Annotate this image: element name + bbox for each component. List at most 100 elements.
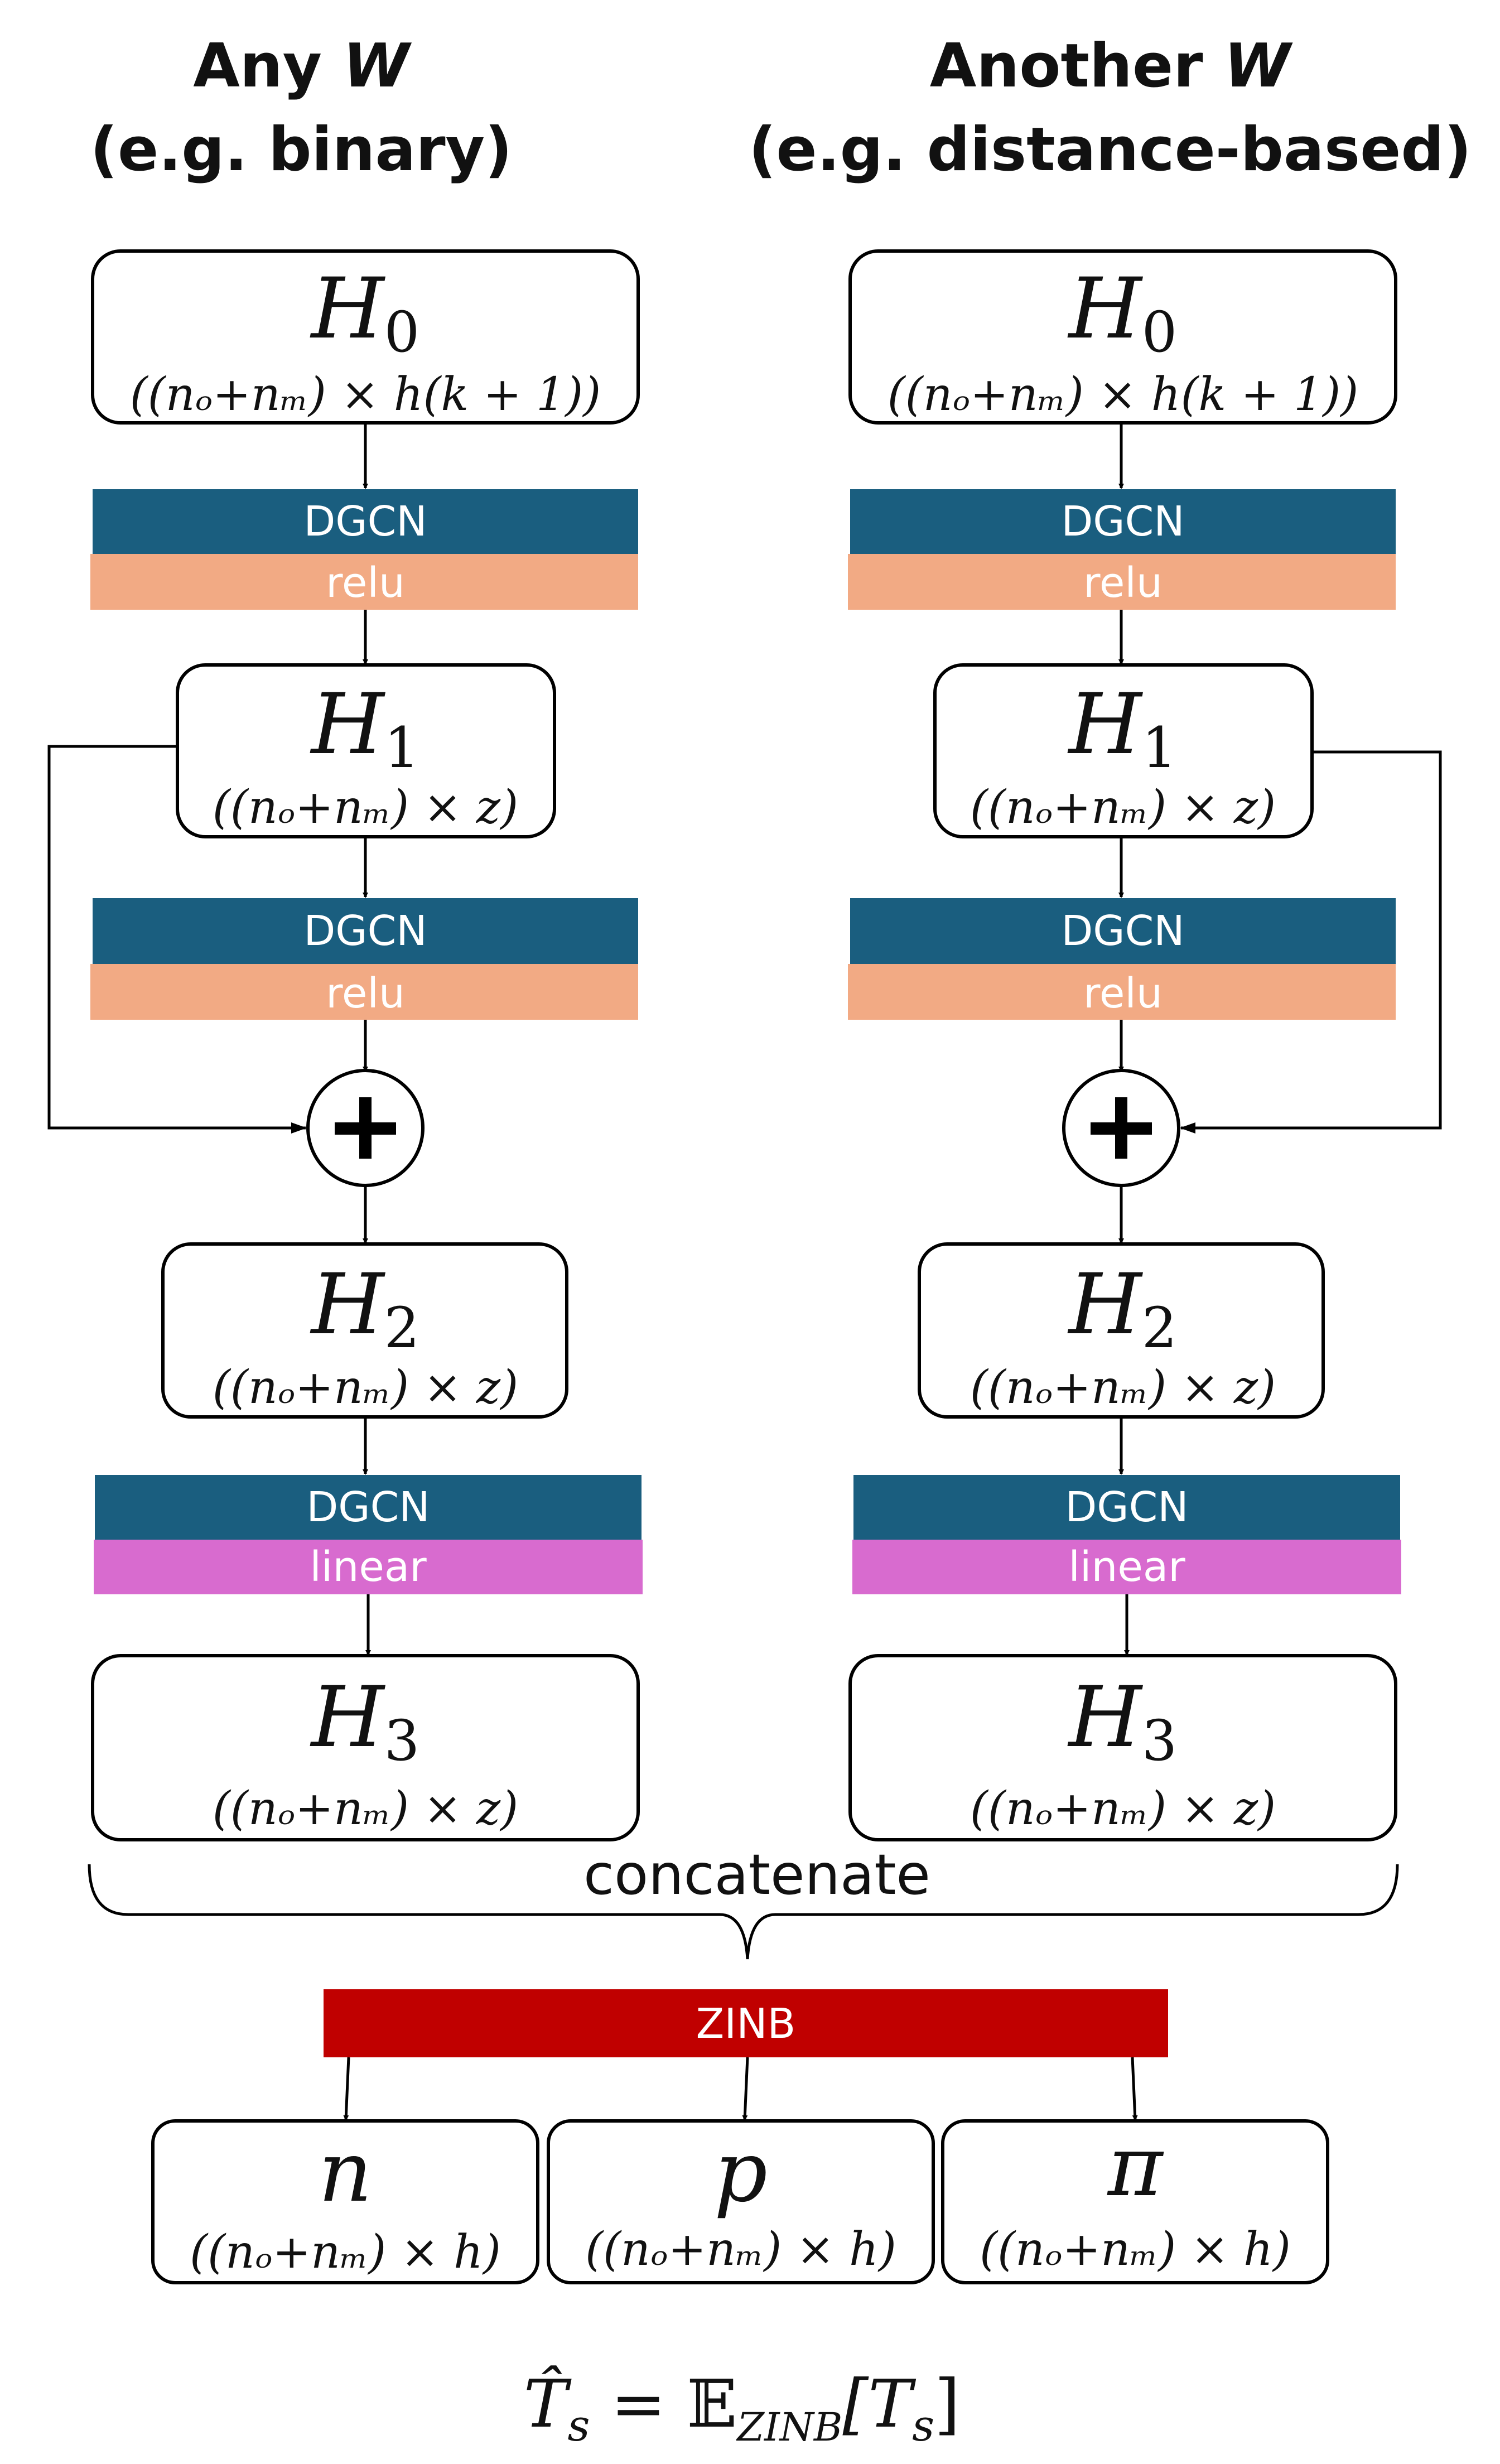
zinb-bar	[324, 1989, 1168, 2057]
left-add-node	[306, 1069, 425, 1187]
right-header-w: W	[1224, 31, 1293, 101]
left-dgcn-bar-1	[93, 489, 638, 554]
left-h2-dim: ((nₒ+nₘ) × z)	[213, 1361, 518, 1414]
left-h2-sub: 2	[384, 1295, 420, 1361]
right-linear-bar	[852, 1540, 1401, 1594]
left-linear-label: linear	[310, 1543, 427, 1591]
right-h3-name: H	[1067, 1669, 1144, 1766]
left-dgcn-bar-3	[95, 1475, 642, 1540]
right-h3-sub: 3	[1142, 1708, 1178, 1773]
formula-rhs: [T	[842, 2365, 916, 2442]
left-dgcn-label-2: DGCN	[303, 907, 427, 955]
right-h1-sub: 1	[1142, 715, 1178, 780]
right-h2-dim: ((nₒ+nₘ) × z)	[970, 1361, 1276, 1414]
output-n-node: n ((nₒ+nₘ) × h)	[151, 2119, 539, 2284]
right-h3-dim: ((nₒ+nₘ) × z)	[970, 1782, 1276, 1835]
svg-text:H3: H3	[310, 1669, 419, 1773]
right-header-line1: Another W	[930, 31, 1293, 101]
right-dgcn-bar-2	[850, 898, 1396, 964]
left-h3-node: H3 ((nₒ+nₘ) × z)	[91, 1654, 640, 1841]
left-dgcn-bar-2	[93, 898, 638, 964]
right-header-line2: (e.g. distance-based)	[749, 115, 1472, 185]
right-add-node	[1062, 1069, 1180, 1187]
right-skip-connection	[1180, 750, 1442, 1134]
zinb-label: ZINB	[696, 2000, 796, 2048]
right-h1-dim: ((nₒ+nₘ) × z)	[970, 781, 1276, 834]
right-h0-name: H	[1067, 261, 1144, 358]
left-h3-sub: 3	[384, 1708, 420, 1773]
output-pi-dim: ((nₒ+nₘ) × h)	[980, 2223, 1291, 2276]
svg-text:H0: H0	[310, 261, 419, 365]
left-h1-name: H	[310, 676, 386, 773]
svg-text:H2: H2	[310, 1256, 419, 1361]
left-h3-dim: ((nₒ+nₘ) × z)	[213, 1782, 518, 1835]
formula-close: ]	[934, 2365, 960, 2442]
svg-text:H1: H1	[310, 676, 419, 780]
left-h2-name: H	[310, 1256, 386, 1353]
right-h0-node: H0 ((nₒ+nₘ) × h(k + 1))	[848, 249, 1397, 425]
left-h1-node: H1 ((nₒ+nₘ) × z)	[176, 663, 556, 838]
right-h2-node: H2 ((nₒ+nₘ) × z)	[918, 1242, 1325, 1419]
right-relu-label-1: relu	[1083, 559, 1163, 607]
svg-text:H1: H1	[1067, 676, 1177, 780]
output-p-name: p	[714, 2124, 768, 2221]
left-h0-name: H	[310, 261, 386, 358]
right-relu-bar-2	[848, 964, 1396, 1020]
concatenate-brace: concatenate	[88, 1842, 1399, 1960]
left-column: H0 ((nₒ+nₘ) × h(k + 1)) DGCN relu H1 ((n…	[47, 249, 643, 1841]
output-n-dim: ((nₒ+nₘ) × h)	[190, 2226, 501, 2279]
left-h3-name: H	[310, 1669, 386, 1766]
right-dgcn-label-3: DGCN	[1065, 1483, 1188, 1531]
output-p-node: p ((nₒ+nₘ) × h)	[547, 2119, 935, 2284]
output-pi-node: π ((nₒ+nₘ) × h)	[941, 2118, 1329, 2284]
left-h2-node: H2 ((nₒ+nₘ) × z)	[161, 1242, 568, 1419]
svg-text:H3: H3	[1067, 1669, 1177, 1773]
left-relu-bar-1	[90, 554, 638, 610]
right-dgcn-label-2: DGCN	[1061, 907, 1184, 955]
right-dgcn-bar-1	[850, 489, 1396, 554]
right-header-another: Another	[930, 31, 1203, 101]
right-linear-label: linear	[1068, 1543, 1185, 1591]
output-n-name: n	[319, 2124, 373, 2221]
left-h0-dim: ((nₒ+nₘ) × h(k + 1))	[130, 368, 601, 421]
right-column: H0 ((nₒ+nₘ) × h(k + 1)) DGCN relu H1 ((n…	[848, 249, 1442, 1841]
output-pi-name: π	[1107, 2118, 1164, 2215]
right-h1-node: H1 ((nₒ+nₘ) × z)	[933, 663, 1314, 838]
right-h2-sub: 2	[1142, 1295, 1178, 1361]
left-h0-node: H0 ((nₒ+nₘ) × h(k + 1))	[91, 249, 640, 425]
left-relu-label-1: relu	[326, 559, 405, 607]
left-header-line1: Any W	[193, 31, 412, 101]
left-dgcn-label-1: DGCN	[303, 498, 427, 546]
right-h2-name: H	[1067, 1256, 1144, 1353]
formula-eq: = 𝔼	[590, 2365, 737, 2442]
left-header-line2: (e.g. binary)	[90, 115, 513, 185]
left-header-w: W	[343, 31, 412, 101]
formula-rhs-sub: s	[912, 2401, 934, 2451]
left-dgcn-label-3: DGCN	[306, 1483, 430, 1531]
right-dgcn-label-1: DGCN	[1061, 498, 1184, 546]
left-h1-dim: ((nₒ+nₘ) × z)	[213, 781, 518, 834]
left-linear-bar	[94, 1540, 643, 1594]
right-h0-dim: ((nₒ+nₘ) × h(k + 1))	[888, 368, 1359, 421]
left-skip-connection	[47, 745, 307, 1134]
concatenate-label: concatenate	[583, 1842, 930, 1907]
output-p-dim: ((nₒ+nₘ) × h)	[585, 2223, 896, 2276]
right-h1-name: H	[1067, 676, 1144, 773]
svg-text:H2: H2	[1067, 1256, 1177, 1361]
right-h3-node: H3 ((nₒ+nₘ) × z)	[848, 1654, 1397, 1841]
right-relu-bar-1	[848, 554, 1396, 610]
right-h0-sub: 0	[1142, 300, 1178, 365]
right-dgcn-bar-3	[853, 1475, 1400, 1540]
right-relu-label-2: relu	[1083, 970, 1163, 1018]
formula-e-sub: ZINB	[736, 2404, 842, 2450]
formula-lhs-sub: s	[568, 2401, 590, 2451]
left-relu-label-2: relu	[326, 970, 405, 1018]
left-relu-bar-2	[90, 964, 638, 1020]
left-h0-sub: 0	[384, 300, 420, 365]
left-h1-sub: 1	[384, 715, 420, 780]
formula-lhs: T̂	[524, 2365, 572, 2442]
left-header-any: Any	[193, 31, 322, 101]
output-formula: T̂s = 𝔼ZINB[Ts]	[524, 2365, 960, 2451]
svg-text:H0: H0	[1067, 261, 1177, 365]
